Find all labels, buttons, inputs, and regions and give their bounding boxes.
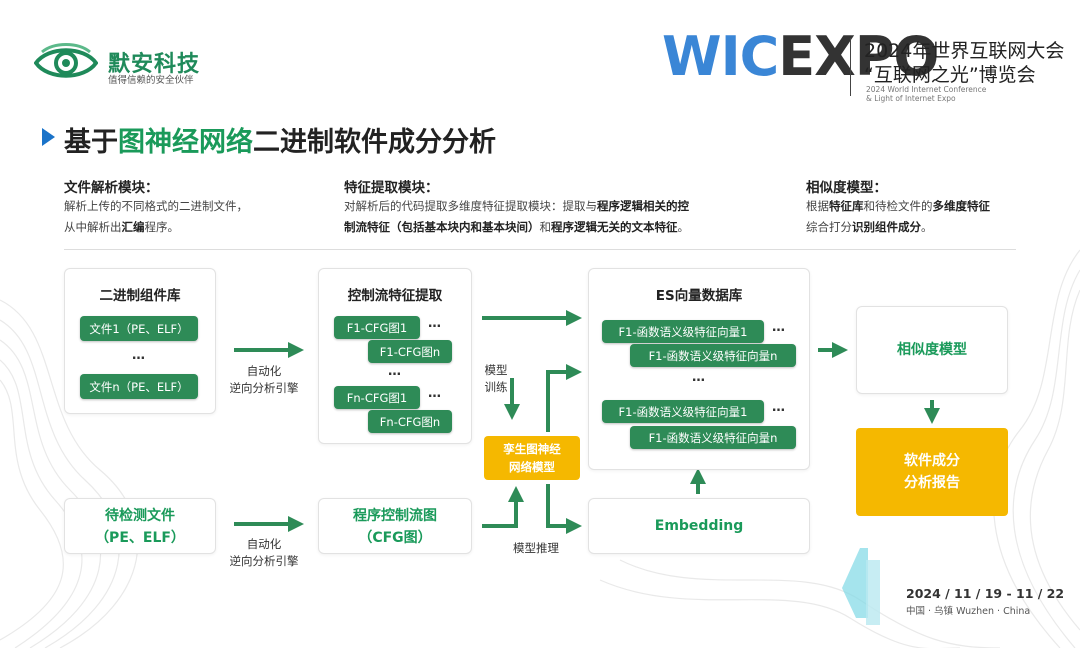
cfg-extraction-title: 控制流特征提取	[347, 288, 443, 304]
es-vector-db-title: ES向量数据库	[655, 288, 743, 304]
parse-module-heading: 文件解析模块：	[64, 180, 159, 196]
model-inference-label: 模型推理	[513, 541, 559, 555]
sca-report-box: 软件成分分析报告	[856, 428, 1008, 516]
company-tagline: 值得信赖的安全伙伴	[108, 75, 194, 86]
similarity-module-heading: 相似度模型：	[806, 180, 887, 196]
vector-ellipsis-1: …	[772, 320, 786, 335]
expo-location: 中国 · 乌镇 Wuzhen · China	[906, 606, 1031, 617]
vector-ellipsis-3: …	[772, 400, 786, 415]
expo-en-line1: 2024 World Internet Conference	[866, 85, 987, 94]
eye-logo-icon	[34, 43, 98, 78]
wicexpo-logo: WICEXPO	[662, 25, 939, 88]
reverse-engine-label-bottom: 自动化逆向分析引擎	[229, 537, 299, 568]
fn-cfg-graph-1: Fn-CFG图1	[334, 386, 420, 409]
cfg-ellipsis-3: …	[428, 386, 442, 401]
expo-title-line2: “互联网之光”博览会	[864, 64, 1036, 86]
company-name: 默安科技	[108, 52, 201, 77]
parse-module-desc: 解析上传的不同格式的二进制文件， 从中解析出汇编程序。	[64, 199, 248, 234]
vector-1-group-2: F1-函数语义级特征向量1	[602, 400, 764, 423]
cfg-ellipsis-2: …	[388, 364, 402, 379]
program-cfg-box: 程序控制流图（CFG图）	[318, 498, 472, 554]
binary-component-library-title: 二进制组件库	[99, 288, 181, 304]
expo-en-line2: & Light of Internet Expo	[866, 94, 956, 103]
vector-1-group-1: F1-函数语义级特征向量1	[602, 320, 764, 343]
vector-n-group-2: F1-函数语义级特征向量n	[630, 426, 796, 449]
section-divider	[64, 249, 1016, 250]
library-file-n: 文件n（PE、ELF）	[80, 374, 198, 399]
model-training-label: 模型训练	[484, 363, 508, 394]
library-file-1: 文件1（PE、ELF）	[80, 316, 198, 341]
library-ellipsis: …	[132, 348, 146, 363]
expo-title-line1: 2024年世界互联网大会	[864, 40, 1065, 62]
feature-module-desc: 对解析后的代码提取多维度特征提取模块：提取与程序逻辑相关的控 制流特征（包括基本…	[344, 199, 689, 234]
title-triangle-icon	[42, 128, 55, 146]
fn-cfg-graph-n: Fn-CFG图n	[368, 410, 452, 433]
f1-cfg-graph-n: F1-CFG图n	[368, 340, 452, 363]
siamese-gnn-model: 孪生图神经网络模型	[484, 436, 580, 480]
similarity-module-desc: 根据特征库和待检文件的多维度特征 综合打分识别组件成分。	[806, 199, 990, 234]
cfg-ellipsis-1: …	[428, 316, 442, 331]
header-divider	[850, 38, 851, 96]
f1-cfg-graph-1: F1-CFG图1	[334, 316, 420, 339]
vector-n-group-1: F1-函数语义级特征向量n	[630, 344, 796, 367]
reverse-engine-label-top: 自动化逆向分析引擎	[229, 364, 299, 395]
feature-module-heading: 特征提取模块：	[344, 180, 439, 196]
page-title: 基于图神经网络二进制软件成分分析	[64, 127, 496, 158]
expo-date: 2024 / 11 / 19 - 11 / 22	[906, 586, 1065, 601]
target-file-box: 待检测文件（PE、ELF）	[64, 498, 216, 554]
embedding-box: Embedding	[588, 498, 810, 554]
similarity-model-box: 相似度模型	[856, 306, 1008, 394]
vector-ellipsis-2: …	[692, 370, 706, 385]
